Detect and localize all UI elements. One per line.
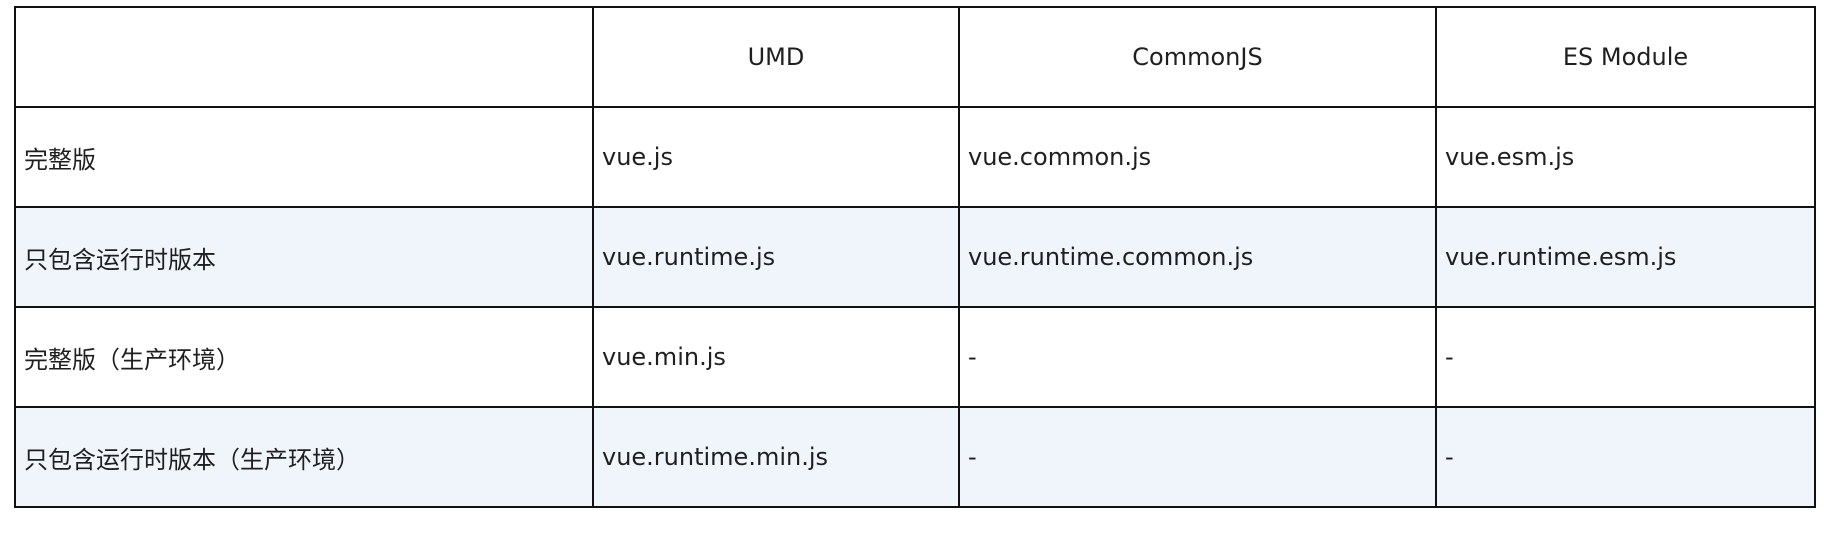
cell-es-module: vue.esm.js xyxy=(1435,106,1816,208)
header-umd: UMD xyxy=(592,6,960,108)
cell-umd: vue.runtime.min.js xyxy=(592,406,960,508)
header-corner-cell xyxy=(14,6,594,108)
cell-commonjs: - xyxy=(958,406,1437,508)
table-row: 完整版（生产环境） vue.min.js - - xyxy=(14,306,1816,408)
cell-umd: vue.runtime.js xyxy=(592,206,960,308)
table-row: 完整版 vue.js vue.common.js vue.esm.js xyxy=(14,106,1816,208)
table-row: 只包含运行时版本（生产环境） vue.runtime.min.js - - xyxy=(14,406,1816,508)
cell-commonjs: vue.runtime.common.js xyxy=(958,206,1437,308)
table-row: 只包含运行时版本 vue.runtime.js vue.runtime.comm… xyxy=(14,206,1816,308)
header-commonjs: CommonJS xyxy=(958,6,1437,108)
cell-commonjs: - xyxy=(958,306,1437,408)
builds-table-wrapper: UMD CommonJS ES Module 完整版 vue.js vue.co… xyxy=(14,6,1816,508)
cell-es-module: vue.runtime.esm.js xyxy=(1435,206,1816,308)
cell-umd: vue.js xyxy=(592,106,960,208)
row-label: 完整版（生产环境） xyxy=(14,306,594,408)
header-row: UMD CommonJS ES Module xyxy=(14,6,1816,108)
vue-builds-table: UMD CommonJS ES Module 完整版 vue.js vue.co… xyxy=(14,6,1816,508)
cell-es-module: - xyxy=(1435,306,1816,408)
cell-umd: vue.min.js xyxy=(592,306,960,408)
header-es-module: ES Module xyxy=(1435,6,1816,108)
cell-commonjs: vue.common.js xyxy=(958,106,1437,208)
row-label: 只包含运行时版本（生产环境） xyxy=(14,406,594,508)
row-label: 完整版 xyxy=(14,106,594,208)
cell-es-module: - xyxy=(1435,406,1816,508)
row-label: 只包含运行时版本 xyxy=(14,206,594,308)
